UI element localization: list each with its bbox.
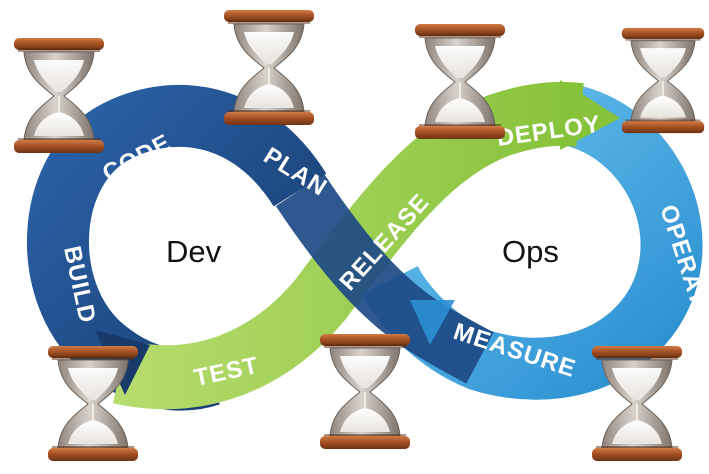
crossing-band	[275, 173, 494, 384]
hourglass-icon	[620, 26, 706, 135]
green-band	[112, 81, 584, 410]
hourglass-icon	[318, 332, 412, 451]
hourglass-icon	[13, 37, 105, 154]
center-label-ops: Ops	[502, 234, 559, 269]
hourglass-icon	[223, 9, 315, 126]
center-label-dev: Dev	[166, 234, 222, 269]
arrowhead-deploy	[560, 80, 620, 150]
arrowhead-measure	[410, 300, 455, 345]
hourglass-icon	[590, 344, 684, 463]
hourglass-icon	[414, 23, 506, 140]
infinity-loop	[26, 80, 703, 411]
